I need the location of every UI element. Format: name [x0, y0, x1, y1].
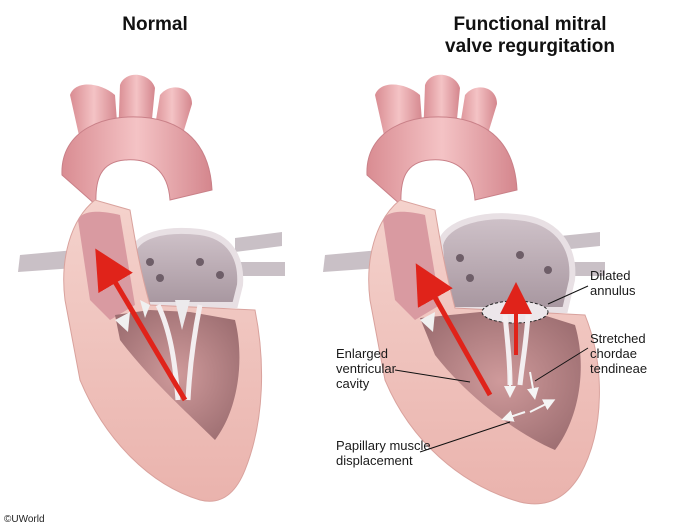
aortic-arch — [61, 116, 213, 207]
blood-flow-arrow-normal — [95, 248, 188, 402]
fmr-heart — [323, 74, 605, 505]
pulmonary-vessel-left — [18, 250, 75, 272]
blood-flow-arrow-fmr — [415, 263, 493, 397]
label-enlarged-cavity: Enlarged ventricular cavity — [336, 346, 396, 391]
title-normal: Normal — [122, 14, 188, 35]
left-atrium — [128, 227, 244, 308]
leader-line-cavity — [394, 369, 471, 383]
leader-line-chordae — [534, 347, 589, 382]
leader-line-annulus — [547, 285, 589, 305]
copyright-notice: ©UWorld — [4, 514, 45, 525]
label-stretched-chordae: Stretched chordae tendineae — [590, 331, 648, 376]
label-dilated-annulus: Dilated annulus — [590, 268, 636, 298]
left-atrium-fmr — [436, 213, 576, 313]
title-functional-mitral-regurgitation: Functional mitral valve regurgitation — [445, 14, 615, 57]
normal-heart — [18, 74, 285, 502]
label-papillary-displacement: Papillary muscle displacement — [336, 438, 431, 468]
aortic-arch-fmr — [366, 116, 518, 207]
leader-line-papillary — [419, 421, 511, 453]
